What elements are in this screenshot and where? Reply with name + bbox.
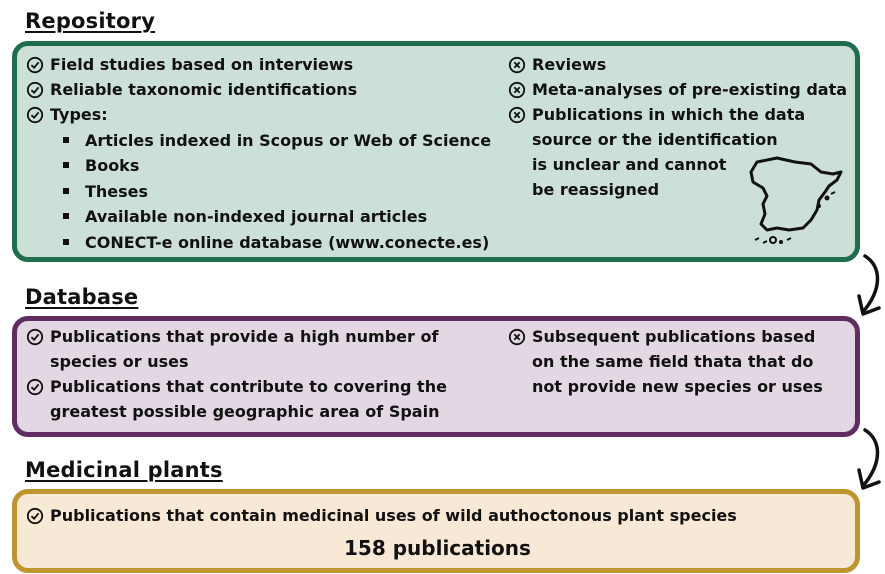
type-label: Books [85,156,140,175]
text-line: be reassigned [532,180,660,199]
check-circle-icon [25,102,45,127]
repository-heading: Repository [25,9,156,33]
repository-include-item: Types: [25,102,108,127]
repository-include-text: Field studies based on interviews [50,55,354,74]
check-circle-icon [25,324,45,349]
check-circle-icon [25,374,45,399]
text-line: source or the identification [532,130,778,149]
text-line: Publications that provide a high number … [50,327,439,346]
bullet-icon [63,136,69,143]
bullet-icon [63,212,69,219]
repository-exclude-text: Meta-analyses of pre-existing data [532,80,848,99]
x-circle-icon [507,324,527,349]
bullet-icon [63,238,69,245]
medicinal-include-item: Publications that contain medicinal uses… [25,503,737,528]
repository-include-text: Types: [50,105,108,124]
database-box [12,316,860,437]
text-line: species or uses [50,352,189,371]
check-circle-icon [25,77,45,102]
x-circle-icon [507,52,527,77]
database-include-item: Publications that contribute to covering… [25,374,447,424]
x-circle-icon [507,102,527,127]
text-line: Subsequent publications based [532,327,816,346]
repository-exclude-text: Reviews [532,55,607,74]
repository-include-item: Field studies based on interviews [25,52,353,77]
x-circle-icon [507,77,527,102]
type-label: Theses [85,182,149,201]
text-line: on the same field thata that do [532,352,814,371]
check-circle-icon [25,503,45,528]
medicinal-plants-heading: Medicinal plants [25,458,223,482]
database-include-item: Publications that provide a high number … [25,324,438,374]
text-line: is unclear and cannot [532,155,727,174]
check-circle-icon [25,52,45,77]
bullet-icon [63,161,69,168]
repository-include-item: Reliable taxonomic identifications [25,77,357,102]
spain-map-icon [749,156,843,244]
text-line: Publications that contribute to covering… [50,377,447,396]
type-list-item: Articles indexed in Scopus or Web of Sci… [63,128,491,153]
database-include-text: Publications that provide a high number … [50,324,438,374]
database-exclude-item: Subsequent publications based on the sam… [507,324,823,399]
repository-box [12,41,860,262]
database-exclude-text: Subsequent publications based on the sam… [532,324,823,399]
type-label: Articles indexed in Scopus or Web of Sci… [85,131,492,150]
type-list-item: CONECT-e online database (www.conecte.es… [63,230,489,255]
type-list-item: Available non-indexed journal articles [63,204,427,229]
text-line: not provide new species or uses [532,377,823,396]
type-list-item: Books [63,153,139,178]
text-line: greatest possible geographic area of Spa… [50,402,440,421]
type-list-item: Theses [63,179,148,204]
medicinal-include-text: Publications that contain medicinal uses… [50,506,737,525]
curved-arrow-icon [857,254,881,316]
publications-total: 158 publications [344,536,531,560]
bullet-icon [63,187,69,194]
database-include-text: Publications that contribute to covering… [50,374,447,424]
repository-exclude-item: Publications in which the data source or… [507,102,805,202]
repository-exclude-item: Reviews [507,52,606,77]
repository-exclude-item: Meta-analyses of pre-existing data [507,77,847,102]
curved-arrow-icon [857,428,881,490]
text-line: Publications in which the data [532,105,806,124]
type-label: CONECT-e online database (www.conecte.es… [85,233,490,252]
database-heading: Database [25,285,139,309]
repository-exclude-text: Publications in which the data source or… [532,102,805,202]
type-label: Available non-indexed journal articles [85,207,428,226]
medicinal-plants-box [12,489,860,573]
repository-include-text: Reliable taxonomic identifications [50,80,358,99]
